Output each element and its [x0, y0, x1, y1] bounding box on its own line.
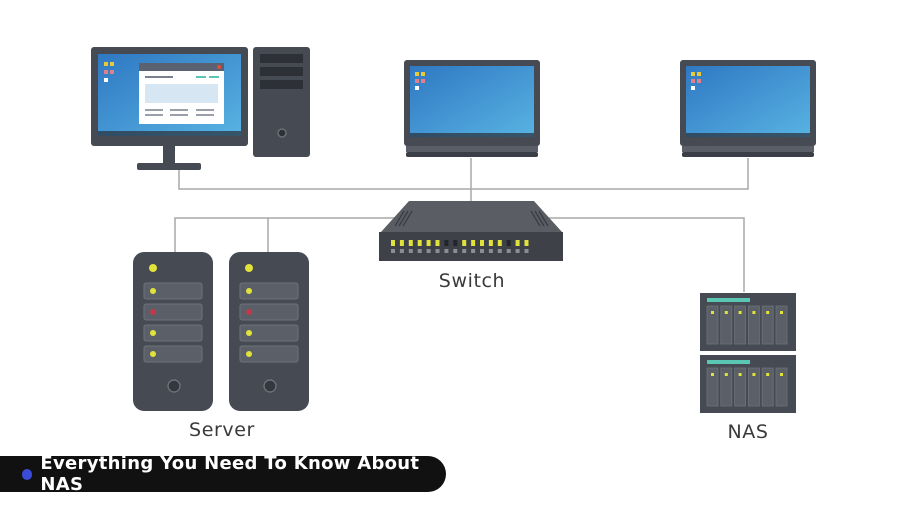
nas-drive-bay	[706, 367, 719, 407]
server-power-button	[263, 379, 277, 393]
server-drive-led	[150, 351, 156, 357]
nas-drive-led	[780, 311, 783, 314]
server-drive-bay	[143, 282, 203, 300]
nas-drive-bay	[761, 305, 774, 345]
nas-drive-bay	[706, 305, 719, 345]
switch-port	[515, 249, 520, 253]
nas-device-icon	[700, 293, 796, 413]
title-banner: Everything You Need To Know About NAS	[0, 453, 446, 495]
nas-drive-bay	[761, 367, 774, 407]
switch-port-led	[462, 240, 467, 246]
switch-port	[417, 249, 422, 253]
switch-port-led	[399, 240, 404, 246]
switch-port-led	[480, 240, 484, 246]
nas-status-bar	[707, 360, 750, 364]
switch-port-led	[453, 240, 458, 246]
server-drive-led	[150, 309, 156, 315]
server-drive-led	[150, 288, 156, 294]
server-drive-bay	[239, 324, 299, 342]
server-drive-led	[246, 288, 252, 294]
switch-port	[462, 249, 467, 253]
nas-drive-bay	[748, 305, 760, 345]
switch-port	[426, 249, 431, 253]
desktop-monitor-icon	[91, 47, 248, 170]
nas-drive-led	[724, 373, 728, 376]
nas-drive-led	[738, 373, 742, 376]
switch-label: Switch	[438, 270, 506, 292]
server-drive-bay	[239, 303, 299, 321]
bullet-dot-icon	[22, 468, 33, 480]
switch-port-led	[417, 240, 422, 246]
nas-drive-bay	[720, 305, 733, 345]
server-rack-group	[133, 252, 309, 411]
nas-drive-led	[752, 311, 756, 314]
switch-port-led	[506, 240, 511, 246]
laptop-icon	[680, 60, 816, 157]
server-power-button	[167, 379, 181, 393]
server-drive-led	[246, 351, 252, 357]
server-label: Server	[189, 419, 255, 441]
nas-drive-bay	[720, 367, 733, 407]
nas-status-bar	[707, 298, 750, 302]
switch-port	[480, 249, 484, 253]
nas-label: NAS	[727, 421, 769, 443]
switch-port	[488, 249, 493, 253]
server-power-led	[245, 264, 253, 272]
switch-port-led	[497, 240, 502, 246]
nas-drive-led	[780, 373, 783, 376]
nas-drive-bay	[734, 305, 746, 345]
server-drive-led	[246, 309, 252, 315]
server-drive-led	[246, 330, 252, 336]
nas-drive-led	[766, 311, 770, 314]
switch-icon	[379, 201, 563, 261]
switch-port	[391, 249, 395, 253]
nas-drive-bay	[734, 367, 746, 407]
nas-drive-bay	[748, 367, 760, 407]
switch-port	[453, 249, 458, 253]
switch-port-led	[515, 240, 520, 246]
nas-drive-bay	[775, 367, 788, 407]
switch-port-led	[488, 240, 493, 246]
server-icon	[229, 252, 309, 411]
nas-drive-led	[711, 311, 714, 314]
nas-drive-led	[738, 311, 742, 314]
switch-port	[524, 249, 529, 253]
switch-port-led	[408, 240, 413, 246]
switch-port-led	[444, 240, 449, 246]
nas-drive-led	[711, 373, 714, 376]
switch-port	[471, 249, 476, 253]
server-drive-bay	[239, 282, 299, 300]
desktop-tower-icon	[253, 47, 310, 157]
switch-port	[497, 249, 502, 253]
switch-port	[399, 249, 404, 253]
banner-title: Everything You Need To Know About NAS	[40, 453, 420, 495]
nas-unit	[700, 355, 796, 413]
laptop-icon	[404, 60, 540, 157]
server-drive-bay	[239, 345, 299, 363]
server-power-led	[149, 264, 157, 272]
switch-port	[435, 249, 440, 253]
switch-port-led	[426, 240, 431, 246]
switch-port	[444, 249, 449, 253]
server-drive-bay	[143, 324, 203, 342]
nas-drive-led	[752, 373, 756, 376]
server-drive-bay	[143, 303, 203, 321]
server-drive-led	[150, 330, 156, 336]
nas-drive-bay	[775, 305, 788, 345]
switch-port-led	[524, 240, 529, 246]
switch-port-led	[391, 240, 395, 246]
switch-port	[506, 249, 511, 253]
server-drive-bay	[143, 345, 203, 363]
nas-drive-led	[724, 311, 728, 314]
switch-port-led	[471, 240, 476, 246]
nas-drive-led	[766, 373, 770, 376]
nas-unit	[700, 293, 796, 351]
switch-port	[408, 249, 413, 253]
server-icon	[133, 252, 213, 411]
switch-port-led	[435, 240, 440, 246]
